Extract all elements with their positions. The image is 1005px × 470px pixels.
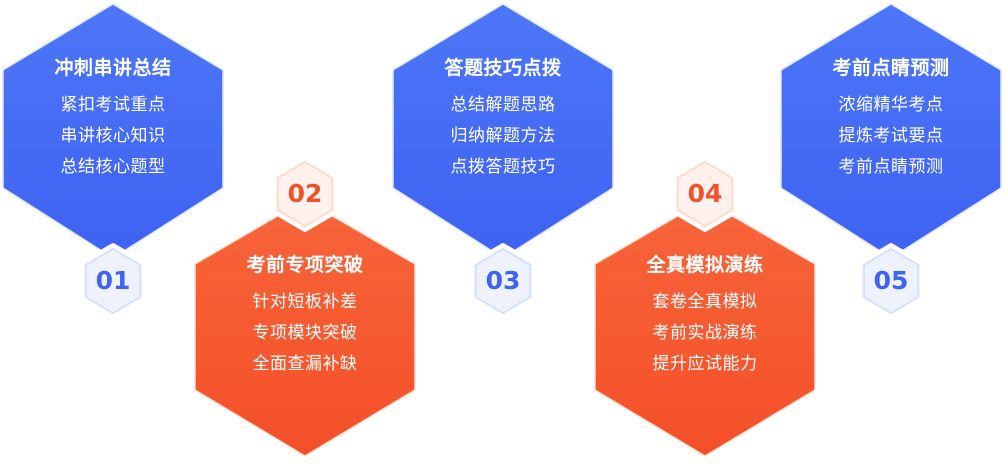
step-line: 套卷全真模拟 xyxy=(652,292,758,312)
badge-hex-05-border xyxy=(863,248,919,314)
step-number-badge: 01 xyxy=(95,266,131,295)
step-line: 提升应试能力 xyxy=(652,354,758,374)
step-line: 提炼考试要点 xyxy=(838,126,944,146)
badge-hex-04-border xyxy=(677,161,733,227)
hexagon-step-4 xyxy=(594,199,816,457)
step-title: 答题技巧点拨 xyxy=(444,57,562,79)
step-number-badge: 05 xyxy=(873,266,909,295)
badge-hex-03 xyxy=(470,243,536,319)
step-line: 总结核心题型 xyxy=(60,157,166,177)
badge-hex-01 xyxy=(80,243,146,319)
step-number-badge: 04 xyxy=(687,179,723,208)
step-line: 专项模块突破 xyxy=(252,323,358,343)
step-line: 紧扣考试重点 xyxy=(60,95,166,115)
step-title: 考前点睛预测 xyxy=(832,57,950,79)
step-title: 冲刺串讲总结 xyxy=(54,57,172,79)
hexagon-step-2 xyxy=(194,199,416,457)
step-card-1: 冲刺串讲总结 紧扣考试重点 串讲核心知识 总结核心题型 xyxy=(13,56,213,183)
step-card-5: 考前点睛预测 浓缩精华考点 提炼考试要点 考前点睛预测 xyxy=(791,56,991,183)
step-title: 考前专项突破 xyxy=(246,254,364,276)
badge-hex-01-border xyxy=(85,248,141,314)
step-line: 考前实战演练 xyxy=(652,323,758,343)
step-card-3: 答题技巧点拨 总结解题思路 归纳解题方法 点拨答题技巧 xyxy=(403,56,603,183)
step-line: 点拨答题技巧 xyxy=(450,157,556,177)
step-line: 总结解题思路 xyxy=(450,95,556,115)
step-line: 归纳解题方法 xyxy=(450,126,556,146)
step-number-badge: 03 xyxy=(485,266,521,295)
step-number-badge: 02 xyxy=(287,179,323,208)
badge-hex-02 xyxy=(272,156,338,232)
step-title: 全真模拟演练 xyxy=(646,254,764,276)
step-line: 串讲核心知识 xyxy=(60,126,166,146)
badge-hex-04 xyxy=(672,156,738,232)
step-line: 全面查漏补缺 xyxy=(252,354,358,374)
step-card-2: 考前专项突破 针对短板补差 专项模块突破 全面查漏补缺 xyxy=(205,253,405,380)
badge-hex-05 xyxy=(858,243,924,319)
step-line: 针对短板补差 xyxy=(252,292,358,312)
step-line: 考前点睛预测 xyxy=(838,157,944,177)
step-line: 浓缩精华考点 xyxy=(838,95,944,115)
step-card-4: 全真模拟演练 套卷全真模拟 考前实战演练 提升应试能力 xyxy=(605,253,805,380)
badge-hex-03-border xyxy=(475,248,531,314)
badge-hex-02-border xyxy=(277,161,333,227)
